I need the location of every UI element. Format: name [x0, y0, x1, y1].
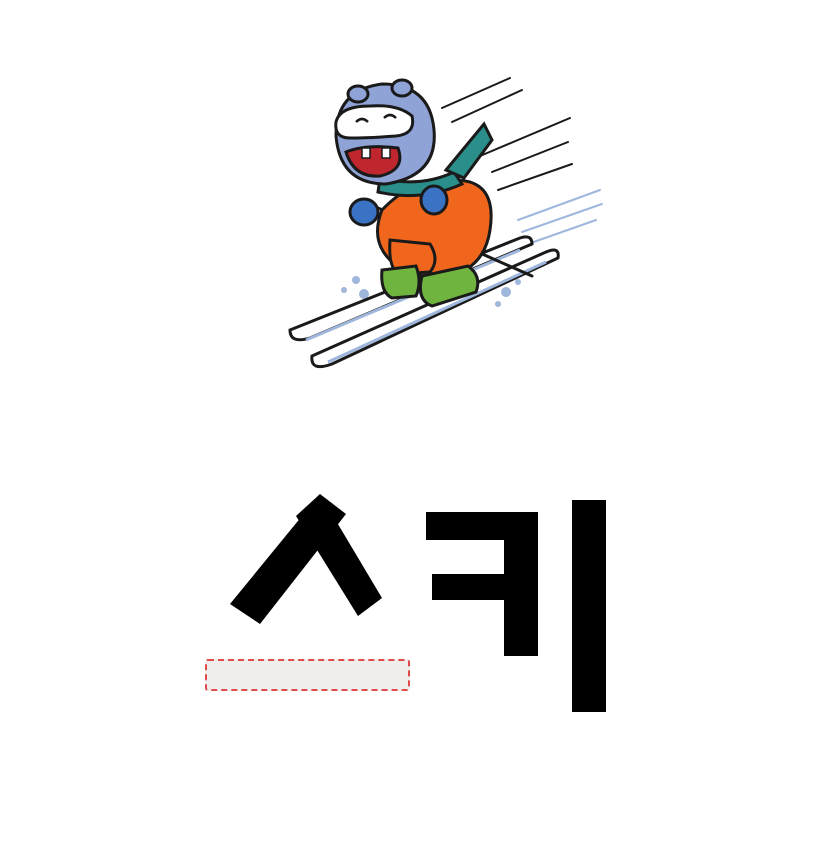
speed-lines-icon	[441, 77, 573, 191]
hippo-skier-icon	[270, 60, 630, 380]
word-glyphs	[200, 470, 640, 730]
word-text: 스키	[0, 0, 1, 1]
jamo-kieuk	[426, 500, 606, 712]
jamo-siot	[230, 494, 382, 624]
missing-vowel-blank[interactable]	[205, 659, 410, 691]
